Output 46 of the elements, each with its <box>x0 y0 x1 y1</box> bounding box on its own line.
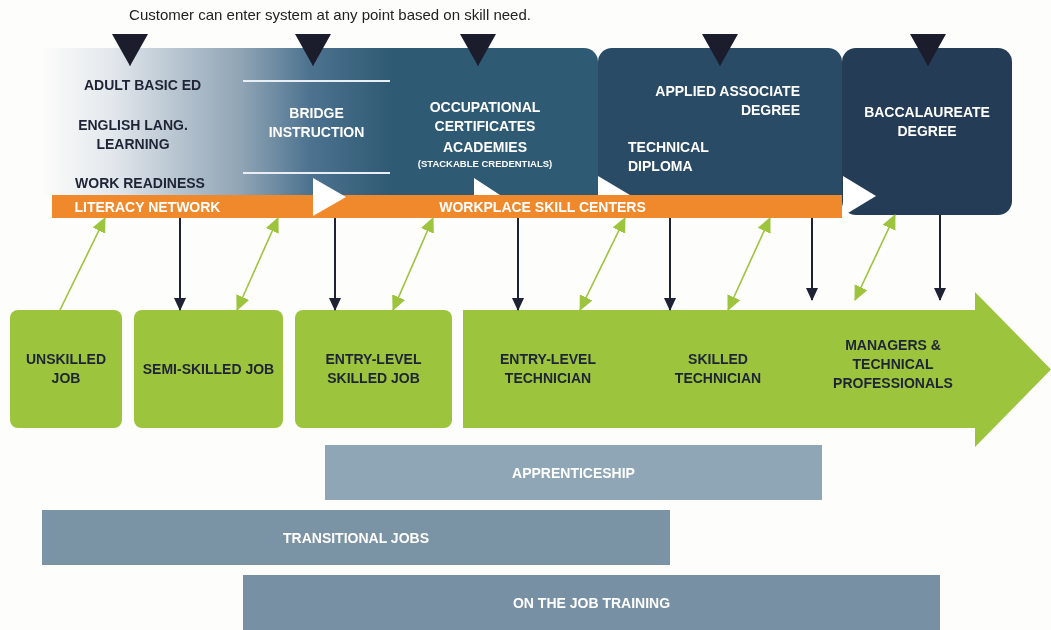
panel-label: APPLIED ASSOCIATE DEGREE <box>654 82 800 120</box>
job-label: MANAGERS & TECHNICAL PROFESSIONALS <box>832 335 954 393</box>
career-path-shape <box>463 292 1051 447</box>
education-panel <box>598 48 842 195</box>
panel-label: ACADEMIES <box>442 138 528 157</box>
arrow <box>329 217 341 311</box>
network-bar: WORKPLACE SKILL CENTERS <box>243 195 842 218</box>
panel-label: BRIDGE INSTRUCTION <box>267 104 366 142</box>
job-box <box>134 310 283 428</box>
network-bar: LITERACY NETWORK <box>52 195 243 218</box>
entry-arrow <box>910 33 946 67</box>
job-label: UNSKILLED JOB <box>24 350 108 388</box>
arrow <box>934 214 946 301</box>
pathway-bar: TRANSITIONAL JOBS <box>42 510 670 565</box>
arrow <box>392 217 434 311</box>
entry-arrow <box>295 33 331 67</box>
job-label: ENTRY-LEVEL TECHNICIAN <box>499 350 597 388</box>
arrow <box>727 217 771 311</box>
arrow <box>174 217 186 311</box>
panel-label: BACCALAUREATE DEGREE <box>863 103 991 141</box>
panel-label: WORK READINESS <box>74 174 206 193</box>
arrow <box>579 217 626 311</box>
entry-arrow <box>702 33 738 67</box>
entry-arrow <box>460 33 496 67</box>
arrow <box>806 217 818 301</box>
panel-label: TECHNICAL DIPLOMA <box>628 138 710 176</box>
note-text: Customer can enter system at any point based on skill need. <box>128 6 532 23</box>
panel-label: OCCUPATIONAL CERTIFICATES <box>428 98 542 136</box>
arrow <box>512 217 524 311</box>
job-label: SEMI-SKILLED JOB <box>141 359 276 379</box>
job-box <box>10 310 122 428</box>
entry-arrow <box>112 33 148 67</box>
panel-label: ADULT BASIC ED <box>82 76 203 95</box>
education-panel <box>842 48 1012 215</box>
education-panel <box>390 48 598 195</box>
job-label: ENTRY-LEVEL SKILLED JOB <box>324 350 423 388</box>
arrow <box>664 217 676 311</box>
arrow <box>236 217 279 311</box>
panel-label: ENGLISH LANG. LEARNING <box>77 116 189 154</box>
pathway-bar: APPRENTICESHIP <box>325 445 822 500</box>
panel-label: (STACKABLE CREDENTIALS) <box>416 158 554 170</box>
job-box <box>295 310 452 428</box>
arrow <box>854 214 896 301</box>
pathway-bar: ON THE JOB TRAINING <box>243 575 940 630</box>
arrow <box>59 217 106 311</box>
job-label: SKILLED TECHNICIAN <box>673 350 763 388</box>
